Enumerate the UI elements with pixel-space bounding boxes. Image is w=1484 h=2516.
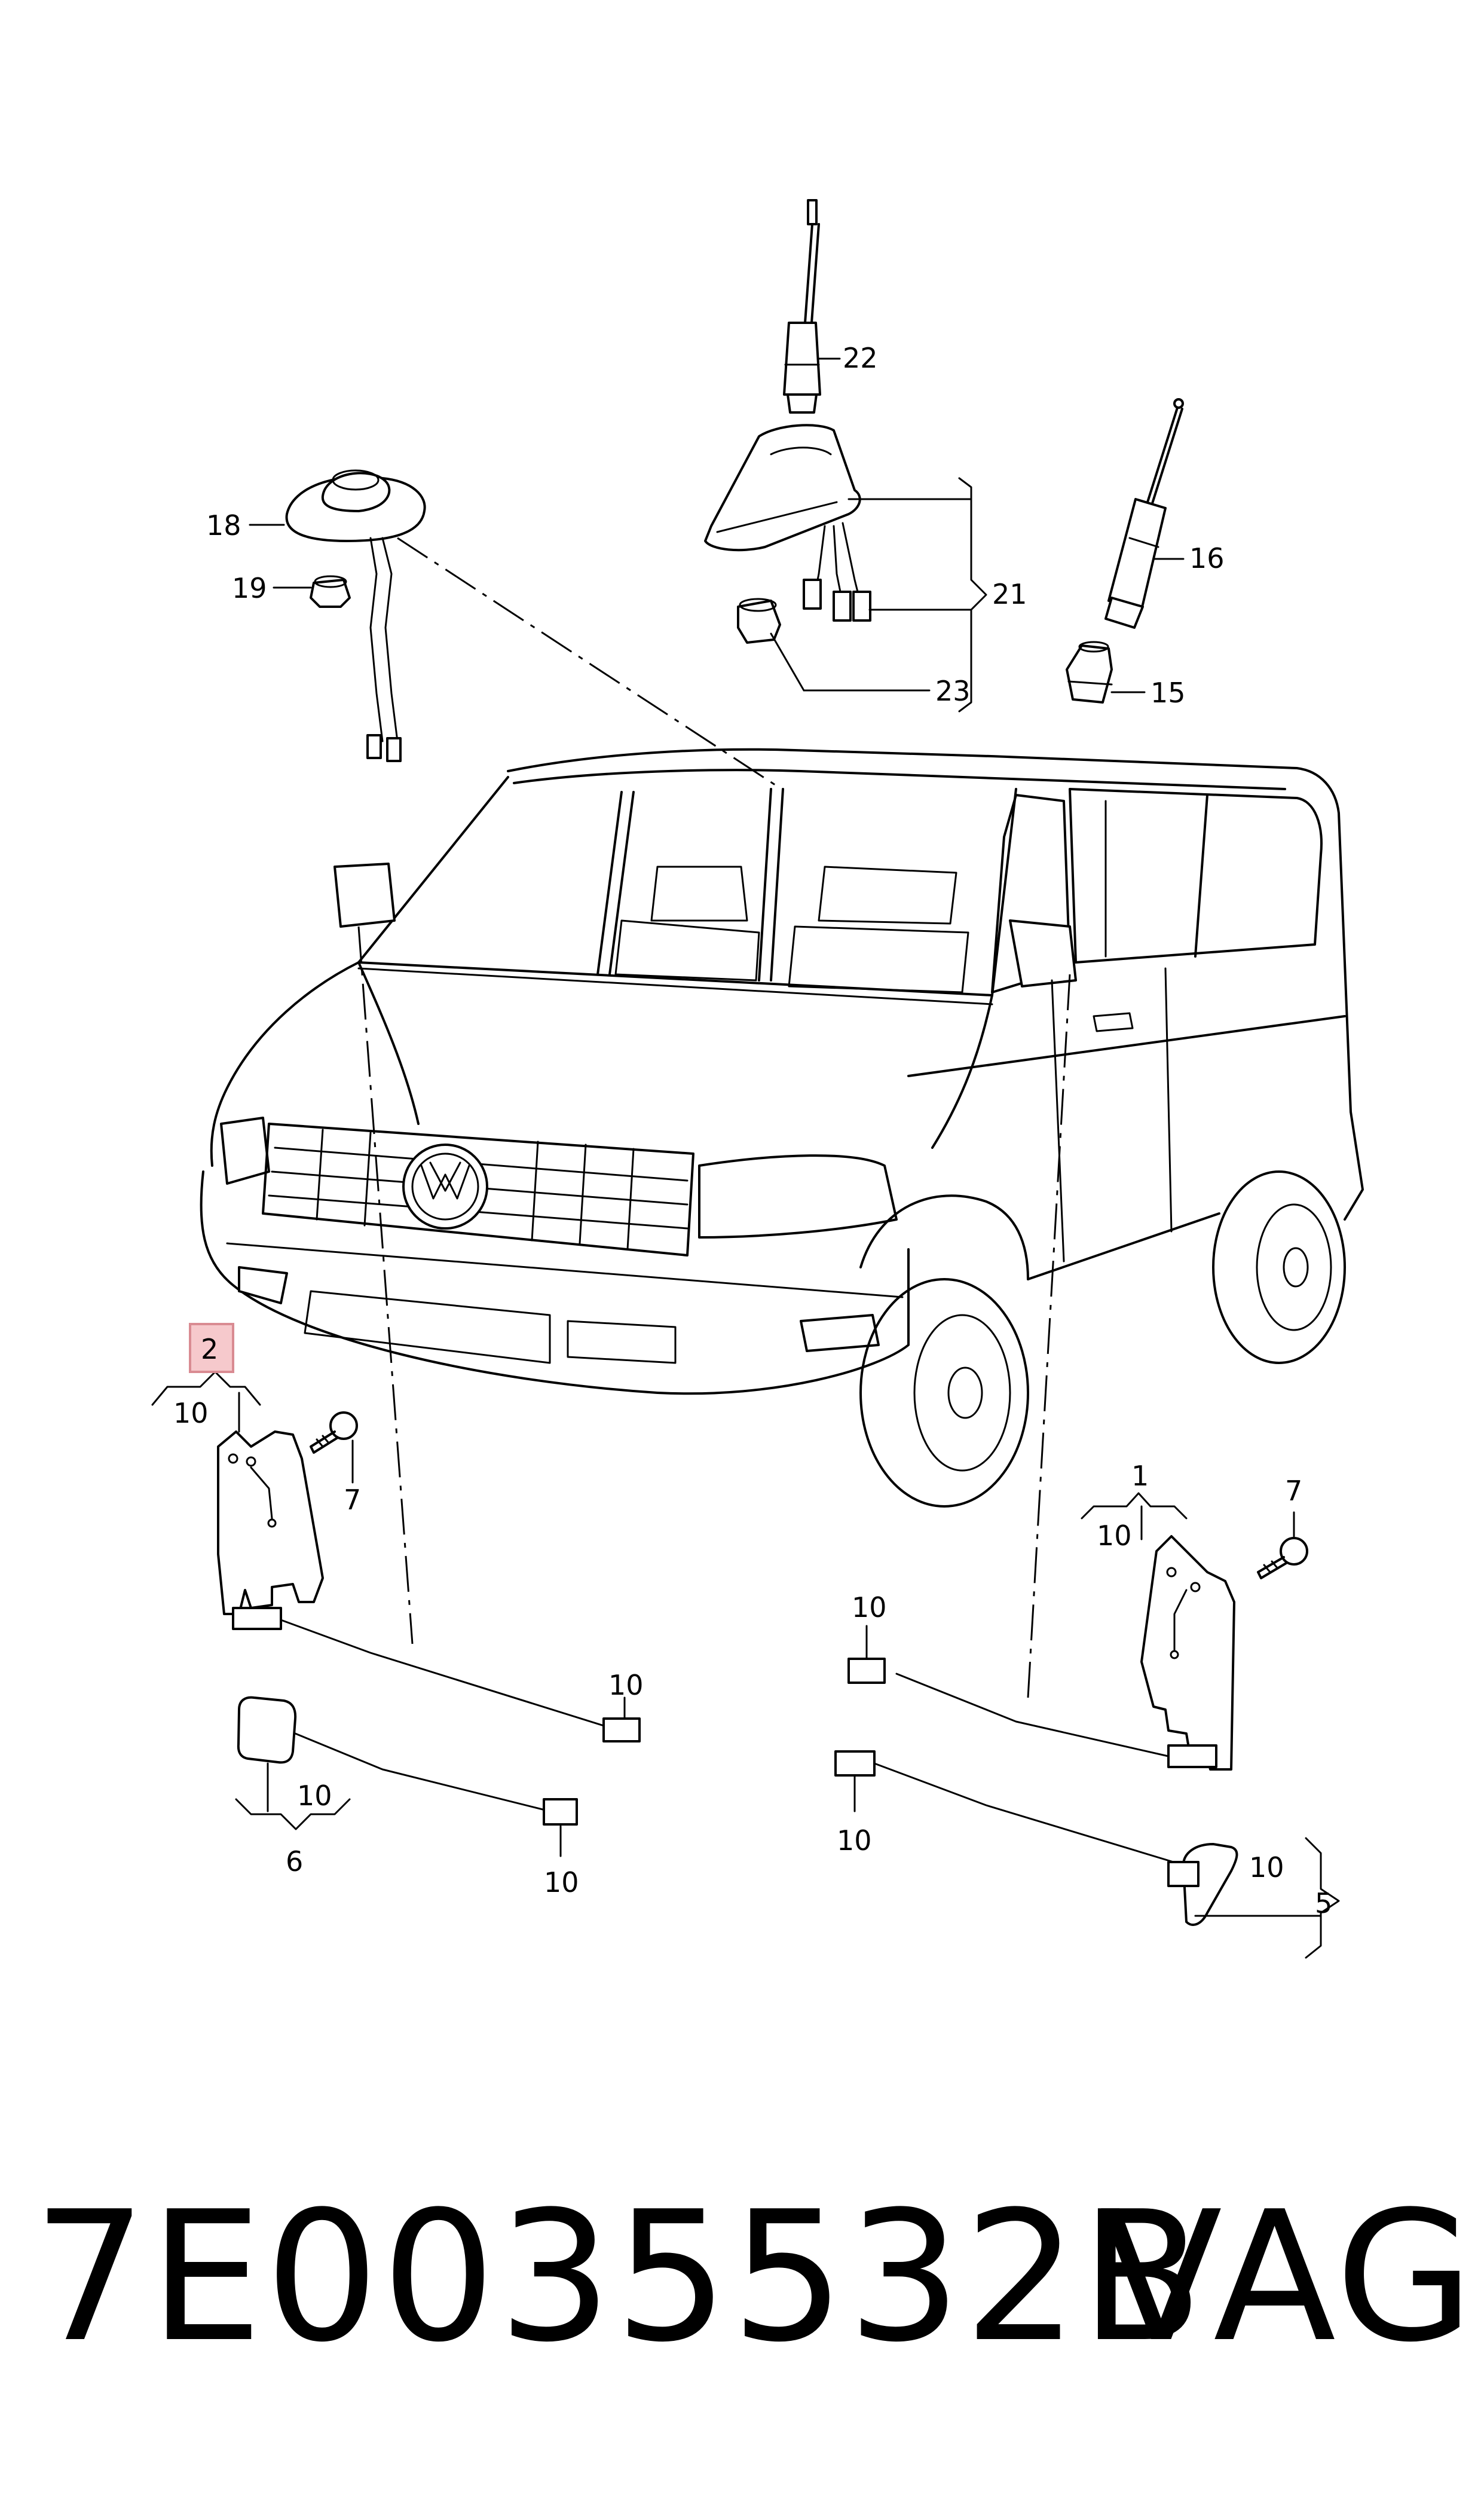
parts-diagram: 22 18 19 21 16 23 15 2 10 7 1 10 7 10 10… — [151, 199, 1364, 1959]
callout-23: 23 — [935, 675, 971, 707]
callout-21: 21 — [992, 578, 1027, 610]
part-number: 7E0035532B — [33, 2173, 1206, 2382]
callout-5: 5 — [1315, 1887, 1332, 1919]
callout-15: 15 — [1151, 677, 1186, 709]
callout-10-bottom-right: 10 — [837, 1824, 872, 1857]
left-cable-assembly — [237, 1696, 578, 1826]
vehicle-illustration — [200, 748, 1364, 1508]
right-cable-assembly — [834, 1750, 1238, 1926]
fender-antenna-assembly — [1066, 398, 1184, 704]
callout-7-left: 7 — [344, 1484, 361, 1516]
callout-10-right-conn: 10 — [852, 1591, 887, 1624]
callout-19: 19 — [232, 572, 267, 604]
brand-label: VAG — [1100, 2173, 1477, 2382]
callout-7-right: 7 — [1285, 1475, 1302, 1507]
roof-antenna-assembly — [704, 199, 871, 644]
callout-10-left-top: 10 — [173, 1397, 209, 1429]
callout-10-cable5: 10 — [1249, 1851, 1284, 1884]
callout-6: 6 — [286, 1845, 303, 1878]
callout-18: 18 — [206, 509, 241, 542]
callout-1: 1 — [1131, 1460, 1149, 1492]
highlight-box — [189, 1323, 234, 1373]
left-bracket-assembly — [217, 1411, 641, 1742]
roof-aerial-assembly — [285, 469, 426, 762]
callout-leaders — [151, 357, 1340, 1959]
callout-10-cable6: 10 — [297, 1780, 332, 1812]
callout-10-bottom-left: 10 — [544, 1866, 579, 1899]
callout-16: 16 — [1189, 542, 1225, 574]
callout-2: 2 — [201, 1333, 218, 1365]
right-bracket-assembly — [847, 1535, 1308, 1771]
callout-10-right-top: 10 — [1097, 1520, 1132, 1552]
callout-10-left-conn: 10 — [608, 1669, 644, 1701]
callout-22: 22 — [843, 342, 878, 374]
